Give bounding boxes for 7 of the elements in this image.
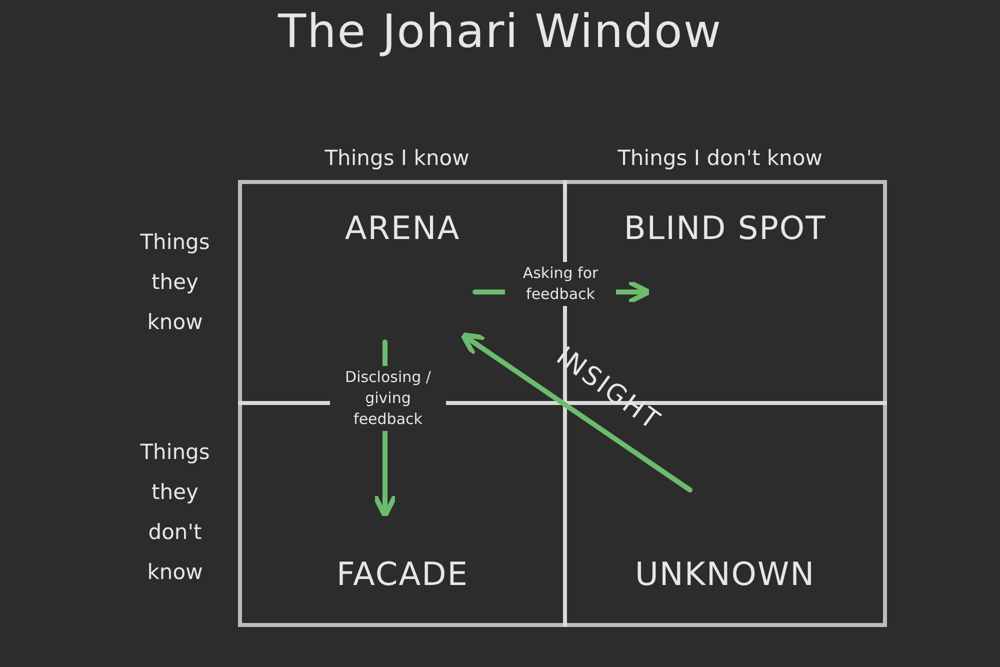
axis-heading: Things they don't know bbox=[139, 439, 211, 586]
edge-label: Asking for feedback bbox=[505, 262, 616, 306]
axis-heading: Things I don't know bbox=[616, 145, 824, 172]
edge-label: Disclosing / giving feedback bbox=[330, 366, 446, 431]
title: The Johari Window bbox=[276, 4, 723, 58]
axis-heading: Things they know bbox=[139, 229, 211, 336]
axis-heading: Things I know bbox=[324, 145, 470, 172]
